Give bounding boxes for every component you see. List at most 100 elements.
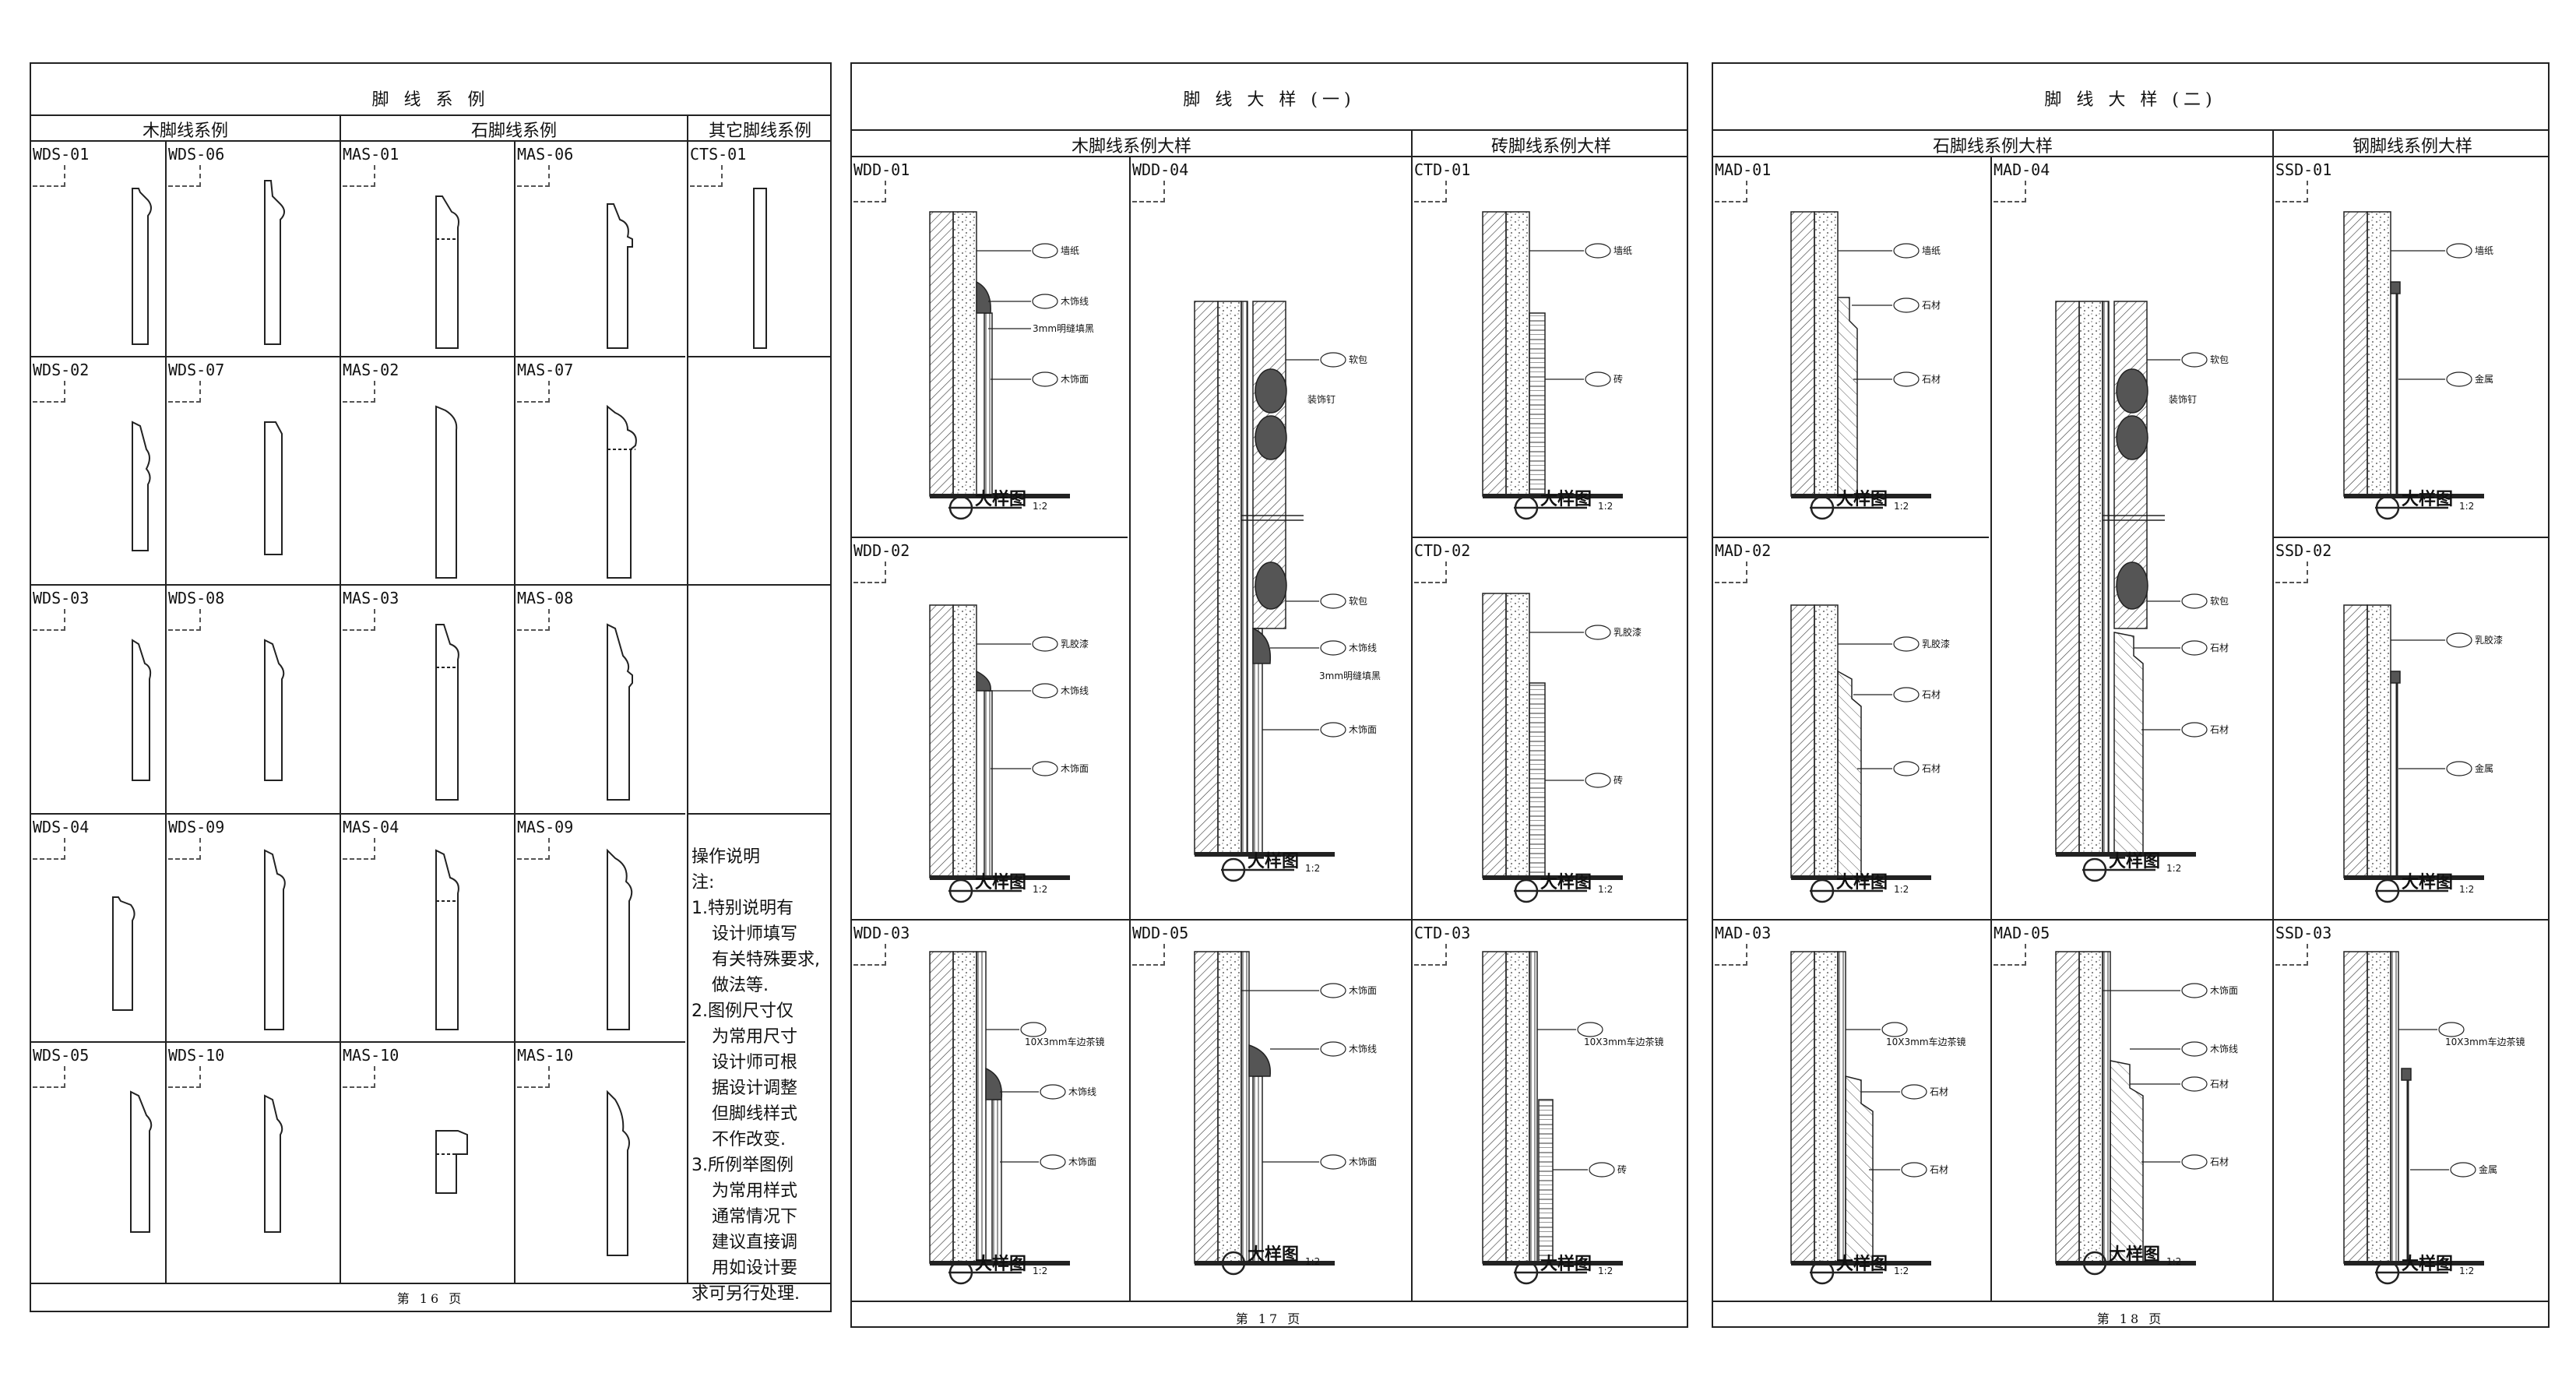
code-mad-03: MAD-03	[1715, 924, 1772, 966]
label-stone: 石材	[2210, 642, 2229, 653]
code-mad-01: MAD-01	[1715, 160, 1772, 202]
notes-line: 但脚线样式	[712, 1104, 798, 1124]
notes-line: 有关特殊要求,	[712, 950, 820, 970]
code-mas-02: MAS-02	[343, 361, 399, 403]
section-header-other: 其它脚线系例	[708, 121, 811, 141]
code-wdd-05: WDD-05	[1132, 924, 1189, 966]
code-ctd-03: CTD-03	[1414, 924, 1471, 966]
label-wood-trim: 木饰线	[1349, 1044, 1377, 1054]
detail-scale: 1:2	[2459, 501, 2474, 512]
label-wood-face: 木饰面	[1061, 374, 1089, 385]
label-stone: 石材	[1930, 1086, 1948, 1097]
label-deco-nail: 装饰钉	[2169, 394, 2197, 405]
detail-title: 大样图	[2402, 1254, 2453, 1274]
code-ssd-01: SSD-01	[2275, 160, 2332, 202]
detail-title: 大样图	[1836, 489, 1888, 509]
detail-scale: 1:2	[1894, 501, 1909, 512]
sheet-page-16: 脚 线 系 例 木脚线系例 石脚线系例 其它脚线系例 WDS-01 WDS-02…	[30, 62, 832, 1312]
code-wds-06: WDS-06	[168, 145, 225, 187]
detail-title: 大样图	[2402, 872, 2453, 892]
label-wood-face: 木饰面	[1349, 724, 1377, 735]
detail-drawings-page17: 墙纸 木饰线 3mm明缝填黑 木饰面 乳胶漆 木饰线 木饰面 10X3mm车边茶…	[929, 211, 1664, 1285]
label-wood-face: 木饰面	[2210, 985, 2238, 996]
code-ctd-02: CTD-02	[1414, 541, 1471, 583]
label-gap: 3mm明缝填黑	[1319, 670, 1381, 681]
label-gap: 3mm明缝填黑	[1033, 322, 1094, 334]
label-soft-pack: 软包	[1349, 596, 1367, 607]
sheet-page-17: 脚 线 大 样 (一) 木脚线系例大样 砖脚线系例大样 WDD-01 WDD-0…	[850, 62, 1688, 1328]
code-wdd-02: WDD-02	[853, 541, 910, 583]
section-header-wood: 木脚线系例	[142, 121, 228, 141]
detail-scale: 1:2	[1598, 884, 1613, 895]
detail-scale: 1:2	[1305, 863, 1320, 874]
label-wood-trim: 木饰线	[1068, 1086, 1096, 1097]
code-wdd-04: WDD-04	[1132, 160, 1189, 202]
label-wood-face: 木饰面	[1349, 1156, 1377, 1167]
label-mirror: 10X3mm车边茶镜	[1025, 1036, 1105, 1047]
label-metal: 金属	[2479, 1163, 2497, 1175]
code-mas-07: MAS-07	[517, 361, 574, 403]
label-wood-trim: 木饰线	[2210, 1044, 2238, 1054]
label-stone: 石材	[2210, 724, 2229, 735]
label-metal: 金属	[2475, 373, 2493, 385]
code-wds-01: WDS-01	[33, 145, 90, 187]
detail-title: 大样图	[1540, 1254, 1592, 1274]
label-stone: 石材	[1922, 689, 1941, 700]
code-wds-02: WDS-02	[33, 361, 90, 403]
label-brick: 砖	[1614, 373, 1623, 385]
label-stone: 石材	[2210, 1079, 2229, 1090]
label-soft-pack: 软包	[1349, 354, 1367, 365]
code-wdd-03: WDD-03	[853, 924, 910, 966]
detail-title: 大样图	[2109, 1244, 2160, 1265]
label-brick: 砖	[1617, 1163, 1627, 1175]
code-wds-07: WDS-07	[168, 361, 225, 403]
label-deco-nail: 装饰钉	[1307, 394, 1336, 405]
notes-line: 设计师填写	[712, 924, 798, 944]
section-header-brick-detail: 砖脚线系例大样	[1490, 137, 1611, 157]
label-mirror: 10X3mm车边茶镜	[2445, 1036, 2525, 1047]
label-wood-trim: 木饰线	[1349, 642, 1377, 653]
label-soft-pack: 软包	[2210, 596, 2229, 607]
detail-title: 大样图	[2402, 489, 2453, 509]
detail-scale: 1:2	[2166, 863, 2181, 874]
label-stone: 石材	[1922, 374, 1941, 385]
page-title: 脚 线 大 样 (一)	[1183, 90, 1356, 110]
code-mas-06: MAS-06	[517, 145, 574, 187]
section-header-stone-detail: 石脚线系例大样	[1932, 137, 2053, 157]
label-wallpaper: 墙纸	[1061, 245, 1079, 256]
code-mas-03: MAS-03	[343, 589, 399, 631]
notes-line: 做法等.	[712, 976, 769, 995]
code-ssd-03: SSD-03	[2275, 924, 2332, 966]
code-wds-10: WDS-10	[168, 1046, 225, 1088]
label-wood-face: 木饰面	[1068, 1156, 1096, 1167]
section-header-wood-detail: 木脚线系例大样	[1071, 137, 1191, 157]
code-mas-08: MAS-08	[517, 589, 574, 631]
profile-drawings	[112, 180, 767, 1256]
detail-scale: 1:2	[1894, 884, 1909, 895]
label-mirror: 10X3mm车边茶镜	[1584, 1036, 1664, 1047]
page-title: 脚 线 系 例	[371, 90, 490, 110]
detail-scale: 1:2	[1033, 884, 1047, 895]
detail-title: 大样图	[975, 872, 1026, 892]
page-title: 脚 线 大 样 (二)	[2044, 90, 2217, 110]
detail-title: 大样图	[1248, 1244, 1299, 1265]
label-stone: 石材	[1922, 763, 1941, 774]
detail-scale: 1:2	[1033, 1266, 1047, 1276]
notes-line: 求可另行处理.	[692, 1284, 800, 1304]
detail-scale: 1:2	[1305, 1256, 1320, 1267]
code-ssd-02: SSD-02	[2275, 541, 2332, 583]
label-metal: 金属	[2475, 762, 2493, 774]
notes-line: 设计师可根	[712, 1053, 798, 1072]
notes-line: 为常用样式	[712, 1181, 798, 1201]
code-wds-05: WDS-05	[33, 1046, 90, 1088]
detail-scale: 1:2	[1894, 1266, 1909, 1276]
label-soft-pack: 软包	[2210, 354, 2229, 365]
notes-line: 用如设计要	[712, 1259, 798, 1278]
label-wood-face: 木饰面	[1061, 763, 1089, 774]
code-mas-10a: MAS-10	[343, 1046, 399, 1088]
notes-line: 2.图例尺寸仅	[692, 1002, 794, 1021]
code-mas-04: MAS-04	[343, 818, 399, 860]
detail-title: 大样图	[1836, 1254, 1888, 1274]
label-stone: 石材	[2210, 1156, 2229, 1167]
code-mad-02: MAD-02	[1715, 541, 1772, 583]
